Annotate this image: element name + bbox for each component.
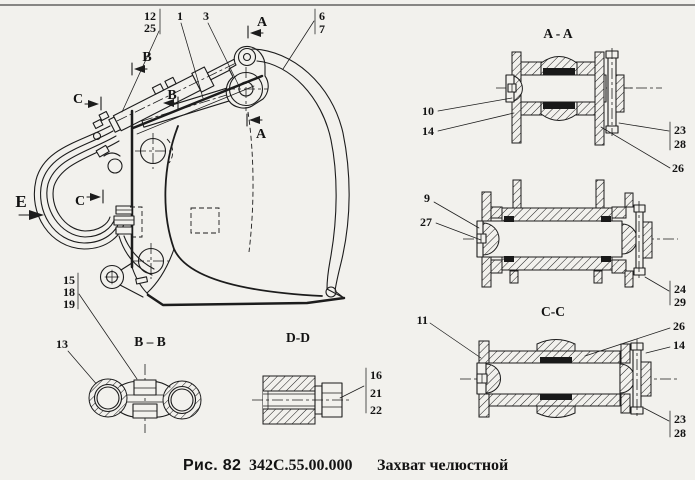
view-letter-a-top: A	[257, 15, 268, 30]
callout-28: 28	[674, 137, 686, 151]
callout-28b: 28	[674, 426, 686, 440]
callout-24: 24	[674, 282, 686, 296]
section-d-d: 16 21 22	[252, 367, 382, 425]
section-label-dd: D-D	[286, 330, 310, 345]
callout-22: 22	[370, 403, 382, 417]
callout-3: 3	[203, 9, 209, 23]
rod-end-pin	[237, 47, 257, 67]
callout-23: 23	[674, 123, 686, 137]
frame-plate-fixed-jaw	[99, 74, 346, 307]
callout-16: 16	[370, 368, 382, 382]
callout-14b: 14	[673, 338, 685, 352]
section-aa-leaders	[437, 97, 671, 169]
caption: Рис. 82 342С.55.00.000 Захват челюстной	[183, 457, 508, 474]
callout-27: 27	[420, 215, 432, 229]
figure-title: Захват челюстной	[377, 457, 508, 474]
hose-loop	[33, 125, 155, 276]
callout-15: 15	[63, 273, 75, 287]
callout-11: 11	[417, 313, 428, 327]
cylinder-port-fitting	[151, 83, 165, 95]
section-cc-lower-leaders	[429, 322, 671, 438]
callout-1: 1	[177, 9, 183, 23]
section-b-b	[88, 364, 202, 433]
callout-9: 9	[424, 191, 430, 205]
section-cc-upper-leaders	[433, 201, 671, 306]
callout-23b: 23	[674, 412, 686, 426]
callout-14: 14	[422, 124, 434, 138]
view-letter-e: E	[15, 192, 26, 211]
callout-25: 25	[144, 21, 156, 35]
hose-clamp-fittings	[113, 205, 220, 238]
callout-leaders	[67, 8, 316, 388]
clamp-bolt-head	[133, 379, 157, 396]
callout-6: 6	[319, 9, 325, 23]
view-arrows	[18, 25, 264, 220]
callout-10: 10	[422, 104, 434, 118]
jaw-pivot-bracket	[224, 45, 269, 111]
cylinder-port-fitting	[164, 76, 177, 89]
view-letter-a-bottom: A	[256, 127, 267, 142]
section-c-c-lower: 11 26 14 23 28	[417, 313, 686, 440]
view-letter-b-top: B	[142, 50, 151, 65]
callout-21: 21	[370, 386, 382, 400]
view-letter-c-top: C	[73, 92, 83, 107]
callout-19: 19	[63, 297, 75, 311]
callout-13: 13	[56, 337, 68, 351]
callout-26b: 26	[673, 319, 685, 333]
section-label-cc: C-C	[541, 304, 565, 319]
callout-7: 7	[319, 22, 325, 36]
callout-29: 29	[674, 295, 686, 309]
callout-26: 26	[672, 161, 684, 175]
callout-12: 12	[144, 9, 156, 23]
drawing-code: 342С.55.00.000	[249, 457, 353, 474]
view-letter-b-mid: B	[167, 88, 176, 103]
callout-18: 18	[63, 285, 75, 299]
section-label-bb: B – B	[134, 334, 166, 349]
view-letter-c-bottom: C	[75, 194, 85, 209]
section-a-a: A - A 10 14 23 28 26	[422, 26, 686, 175]
section-c-c-upper: 9 27 24 29 C-C	[420, 179, 686, 319]
section-dd-leaders	[339, 367, 367, 414]
figure-number: Рис. 82	[183, 457, 241, 474]
general-view: 12 25 1 3 6 7 A A B B C C E 15 18 19 13 …	[15, 8, 350, 388]
section-label-aa: A - A	[543, 26, 573, 41]
